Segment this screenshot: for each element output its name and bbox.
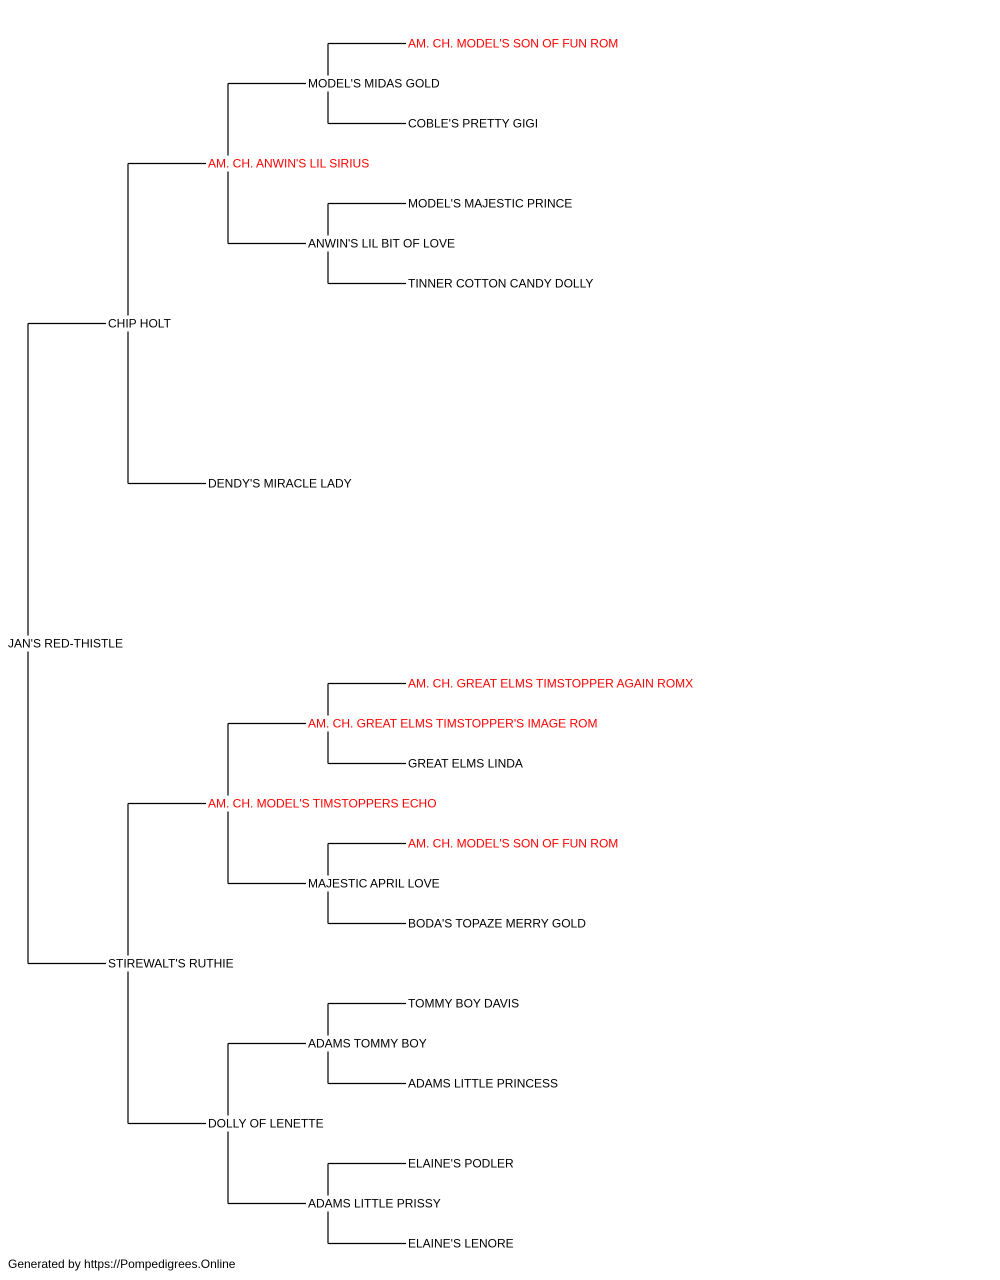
- dog-sire-name: CHIP HOLT: [108, 317, 172, 331]
- dog-dam-dam-sire-dam-name: ADAMS LITTLE PRINCESS: [408, 1077, 558, 1091]
- dog-dam-dam-dam-name: ADAMS LITTLE PRISSY: [308, 1197, 441, 1211]
- dog-dam-dam-sire-name: ADAMS TOMMY BOY: [308, 1037, 427, 1051]
- footer-credit: Generated by https://Pompedigrees.Online: [8, 1257, 236, 1271]
- dog-dam-dam-name: DOLLY OF LENETTE: [208, 1117, 324, 1131]
- dog-dam-dam-sire-sire-name: TOMMY BOY DAVIS: [408, 997, 519, 1011]
- dog-dam-sire-dam-dam-name: BODA'S TOPAZE MERRY GOLD: [408, 917, 586, 931]
- dog-dam-sire-dam-sire-name: AM. CH. MODEL'S SON OF FUN ROM: [408, 837, 618, 851]
- dog-sire-dam-name: DENDY'S MIRACLE LADY: [208, 477, 352, 491]
- dog-name: JAN'S RED-THISTLE: [8, 637, 123, 651]
- dog-dam-sire-sire-name: AM. CH. GREAT ELMS TIMSTOPPER'S IMAGE RO…: [308, 717, 597, 731]
- dog-sire-sire-sire-sire-name: AM. CH. MODEL'S SON OF FUN ROM: [408, 37, 618, 51]
- dog-dam-dam-dam-sire-name: ELAINE'S PODLER: [408, 1157, 514, 1171]
- dog-dam-sire-sire-dam-name: GREAT ELMS LINDA: [408, 757, 523, 771]
- dog-sire-sire-dam-sire-name: MODEL'S MAJESTIC PRINCE: [408, 197, 572, 211]
- dog-dam-sire-dam-name: MAJESTIC APRIL LOVE: [308, 877, 440, 891]
- dog-sire-sire-dam-name: ANWIN'S LIL BIT OF LOVE: [308, 237, 455, 251]
- dog-dam-dam-dam-dam-name: ELAINE'S LENORE: [408, 1237, 514, 1251]
- dog-sire-sire-dam-dam-name: TINNER COTTON CANDY DOLLY: [408, 277, 593, 291]
- dog-sire-sire-sire-dam-name: COBLE'S PRETTY GIGI: [408, 117, 538, 131]
- dog-sire-sire-name: AM. CH. ANWIN'S LIL SIRIUS: [208, 157, 369, 171]
- dog-sire-sire-sire-name: MODEL'S MIDAS GOLD: [308, 77, 440, 91]
- dog-dam-sire-sire-sire-name: AM. CH. GREAT ELMS TIMSTOPPER AGAIN ROMX: [408, 677, 693, 691]
- dog-dam-name: STIREWALT'S RUTHIE: [108, 957, 234, 971]
- dog-dam-sire-name: AM. CH. MODEL'S TIMSTOPPERS ECHO: [208, 797, 437, 811]
- pedigree-tree: JAN'S RED-THISTLE CHIP HOLT AM. CH. ANWIN'…: [8, 37, 693, 1251]
